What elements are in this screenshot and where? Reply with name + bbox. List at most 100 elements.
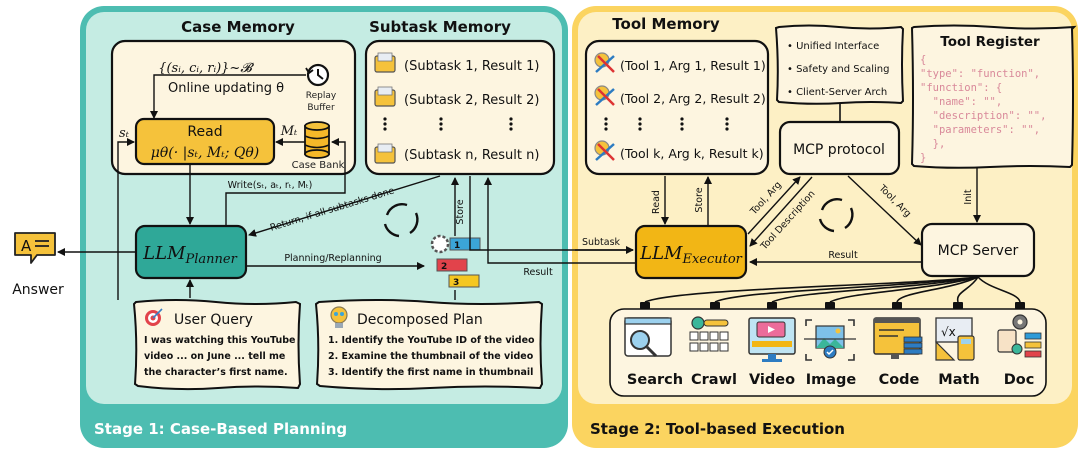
- state-label: sₜ: [119, 126, 130, 141]
- tool-doc: Doc: [997, 314, 1042, 388]
- tool-label: Image: [806, 372, 857, 388]
- state-arrow: [117, 138, 135, 300]
- code-monitor-icon: [873, 317, 923, 359]
- cycle-icon: [818, 198, 854, 233]
- replay-buffer-label-1: Replay: [306, 91, 337, 101]
- plan-list-icon: 1 2 3: [430, 234, 481, 288]
- case-bank-icon: [304, 121, 330, 159]
- decomposed-plan-title: Decomposed Plan: [357, 312, 483, 328]
- user-query-title: User Query: [174, 312, 253, 328]
- subtask-item-label: (Subtask 1, Result 1): [404, 59, 540, 74]
- subtask-item-1: (Subtask 1, Result 1): [374, 52, 540, 74]
- tool-math: √x Math: [935, 317, 980, 388]
- decomposed-plan-card: [314, 299, 544, 391]
- return-arrow: [248, 175, 441, 237]
- memory-label: Mₜ: [280, 124, 298, 139]
- store-label: Store: [455, 199, 466, 224]
- executor-to-mcp-arrow: [747, 176, 801, 235]
- tool-video: Video: [748, 317, 796, 388]
- tool-label: Math: [938, 372, 979, 388]
- code-line-4: "name": "",: [920, 96, 1002, 108]
- read-box: [134, 117, 276, 166]
- read-label: Read: [187, 124, 222, 140]
- code-line-7: },: [920, 138, 945, 150]
- subtask-memory-box: [364, 39, 556, 176]
- image-scan-icon: [804, 319, 856, 361]
- tool-label: Crawl: [691, 372, 737, 388]
- subtask-item-2: (Subtask 2, Result 2): [374, 86, 540, 108]
- svg-text:A: A: [21, 237, 32, 255]
- folder-icon: [374, 143, 396, 164]
- plan-step-1: 1: [454, 241, 460, 251]
- ellipsis-dots: [604, 117, 729, 131]
- tool-cables: [644, 276, 1021, 303]
- mcp-feature-2: • Safety and Scaling: [787, 64, 889, 75]
- svg-text:√x: √x: [941, 325, 956, 339]
- code-line-8: }: [920, 152, 926, 164]
- tool-search: Search: [624, 317, 683, 388]
- mcp-protocol-box: [778, 120, 901, 176]
- tool-label: Doc: [1004, 372, 1035, 388]
- subtask-link-label: Subtask: [582, 237, 621, 248]
- tool-store-label: Store: [694, 187, 705, 212]
- code-line-6: "parameters": "",: [920, 124, 1040, 136]
- stage2-label: Stage 2: Tool-based Execution: [590, 420, 845, 438]
- write-label: Write(sₜ, aₜ, rₜ, Mₜ): [228, 180, 313, 191]
- spider-crawl-icon: [689, 316, 729, 352]
- video-monitor-icon: [748, 317, 796, 362]
- result-arrow: [484, 177, 635, 264]
- code-line-3: "function": {: [920, 82, 1002, 94]
- lightbulb-icon: [330, 306, 348, 328]
- server-result-label: Result: [828, 250, 858, 261]
- plan-step-3: 3: [453, 278, 459, 288]
- replay-buffer-label-2: Buffer: [307, 103, 335, 113]
- search-icon: [624, 317, 672, 358]
- read-formula: μθ(· |sₜ, Mₜ; Qθ): [151, 145, 259, 161]
- llm-executor-label: LLMExecutor: [639, 243, 743, 267]
- sample-formula: {(sᵢ, cᵢ, rᵢ)}~𝓑: [158, 61, 254, 76]
- mcp-feature-1: • Unified Interface: [787, 41, 879, 52]
- subtask-item-label: (Subtask n, Result n): [404, 148, 539, 163]
- online-update-label: Online updating θ: [168, 81, 284, 96]
- tool-label: Video: [749, 372, 795, 388]
- target-icon: [145, 308, 163, 326]
- math-icon: √x: [935, 317, 975, 361]
- tools-icon: [594, 140, 615, 161]
- cycle-icon: [383, 203, 419, 238]
- tool-item-label: (Tool k, Arg k, Result k): [620, 146, 764, 161]
- mcp-feature-3: • Client-Server Arch: [787, 87, 887, 98]
- tools-icon: [594, 52, 615, 73]
- code-line-1: {: [920, 54, 926, 66]
- update-arrow: [150, 74, 306, 119]
- document-workflow-icon: [997, 314, 1042, 358]
- plug-connectors: [640, 302, 1025, 309]
- user-query-line-2: video ... on June ... tell me: [144, 351, 285, 362]
- tool-item-2: (Tool 2, Arg 2, Result 2): [594, 85, 766, 106]
- user-query-card: [132, 299, 302, 391]
- folder-icon: [374, 86, 396, 107]
- tool-label: Code: [879, 372, 920, 388]
- user-query-line-3: the character’s first name.: [144, 367, 288, 378]
- tool-item-label: (Tool 2, Arg 2, Result 2): [620, 91, 766, 106]
- code-line-2: "type": "function",: [920, 68, 1040, 80]
- mcp-to-server-arrow: [847, 175, 922, 246]
- tool-code: Code: [873, 317, 923, 388]
- folder-icon: [374, 52, 396, 73]
- case-memory-title: Case Memory: [181, 18, 295, 36]
- mcp-protocol-label: MCP protocol: [793, 142, 885, 158]
- result-link-label: Result: [523, 267, 553, 278]
- llm-planner-label: LLMPlanner: [142, 243, 237, 267]
- subtask-item-label: (Subtask 2, Result 2): [404, 93, 540, 108]
- user-query-line-1: I was watching this YouTube: [144, 335, 296, 346]
- answer-label: Answer: [12, 282, 64, 298]
- tool-label: Search: [627, 372, 683, 388]
- replay-buffer-icon: [305, 63, 330, 87]
- write-arrow: [225, 138, 346, 226]
- mcp-server-box: [920, 222, 1036, 278]
- mcp-server-label: MCP Server: [938, 243, 1019, 259]
- plan-line-3: 3. Identify the first name in thumbnail: [328, 367, 533, 378]
- plan-line-1: 1. Identify the YouTube ID of the video: [328, 335, 535, 346]
- subtask-memory-title: Subtask Memory: [369, 18, 511, 36]
- case-bank-label: Case Bank: [292, 160, 345, 171]
